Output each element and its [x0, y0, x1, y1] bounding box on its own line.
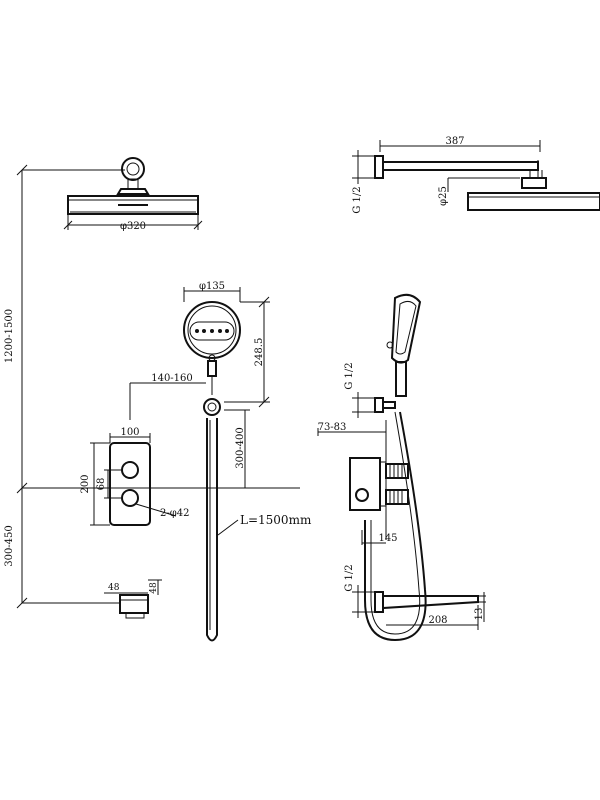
spout-side	[352, 585, 486, 630]
spout-thickness-label: 13	[474, 608, 485, 621]
head-diameter-label: φ320	[120, 221, 146, 232]
spout-projection-label: 208	[428, 615, 447, 626]
hose-leader-line	[217, 519, 239, 536]
valve-to-holder-label: 300-400	[235, 427, 246, 469]
valve-side	[317, 420, 409, 545]
hand-shower-dimensions	[129, 287, 270, 488]
valve-width-label: 100	[120, 427, 139, 438]
valve-to-spout-label: 145	[378, 533, 397, 544]
overhead-shower-front	[63, 157, 203, 230]
holder-thread-label: G 1/2	[344, 362, 355, 389]
height-dimension-lines	[16, 164, 300, 609]
valve-front	[90, 433, 177, 526]
hand-shower-side	[352, 293, 427, 642]
shower-height-label: 1200-1500	[4, 309, 15, 363]
spout-width-label: 48	[108, 583, 120, 593]
arm-length-label: 387	[445, 136, 464, 147]
slide-offset-label: 140-160	[151, 373, 193, 384]
handheld-length-label: 248.5	[254, 338, 265, 367]
spout-height-label: 300-450	[4, 525, 15, 567]
arm-thread-label: G 1/2	[352, 186, 363, 213]
arm-diameter-label: φ25	[438, 186, 449, 206]
spout-front	[104, 579, 162, 619]
spout-thread-label: G 1/2	[344, 564, 355, 591]
hose-length-label: L=1500mm	[240, 513, 312, 527]
shower-arm-side	[352, 140, 600, 211]
knob-spacing-label: 68	[96, 478, 107, 491]
handheld-diameter-label: φ135	[199, 281, 225, 292]
hand-shower-front	[183, 301, 241, 642]
knob-diameter-label: 2-φ42	[160, 508, 189, 519]
spout-depth-label: 48	[149, 582, 159, 594]
valve-height-label: 200	[80, 474, 91, 493]
valve-depth-label: 73-83	[318, 422, 347, 433]
